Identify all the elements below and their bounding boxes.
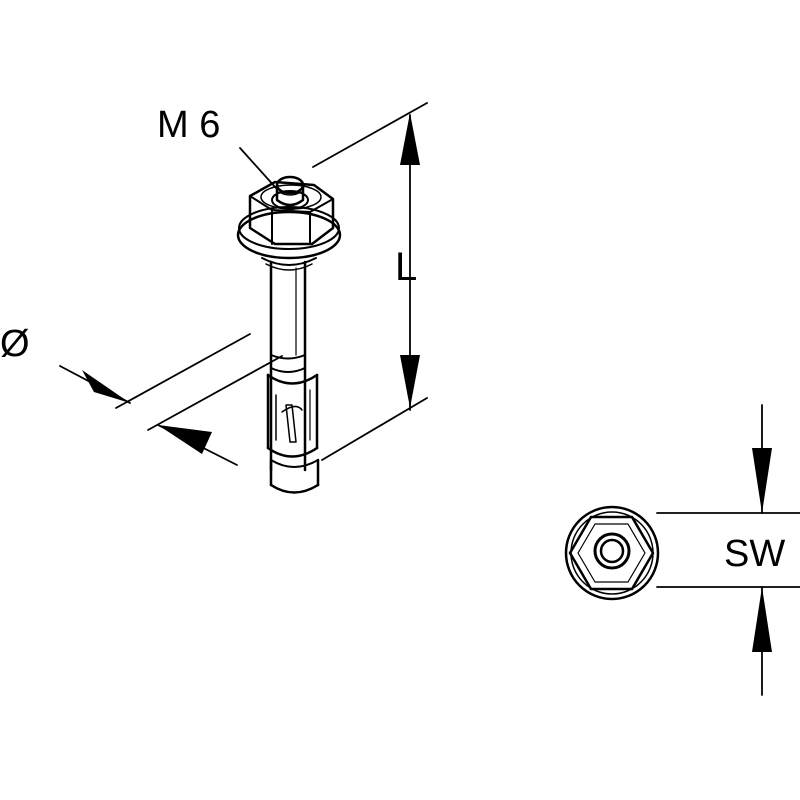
- thread-leader-line: [239, 147, 277, 189]
- bolt-cone-end: [269, 458, 320, 494]
- length-dimension: L: [312, 102, 428, 461]
- bolt-thread-inner: [599, 538, 625, 564]
- bolt-thread-end: [271, 175, 309, 210]
- bolt-thread-outer: [593, 532, 631, 570]
- length-extension-bottom: [321, 397, 428, 461]
- anchor-bolt-isometric: [236, 175, 342, 494]
- length-extension-top: [312, 102, 428, 168]
- diameter-dimension: Ø: [0, 323, 283, 466]
- length-arrow-down: [400, 355, 420, 408]
- nut-top-view: [564, 505, 660, 601]
- bolt-shank: [269, 260, 307, 472]
- thread-callout: M 6: [157, 104, 277, 189]
- diameter-extension-right: [147, 355, 283, 431]
- length-label: L: [395, 245, 417, 289]
- wrench-size-dimension: SW: [656, 404, 800, 696]
- length-arrow-up: [400, 113, 420, 165]
- diameter-arrow-left: [82, 370, 130, 403]
- diameter-extension-left: [115, 333, 251, 409]
- expansion-sleeve: [266, 373, 319, 458]
- wrench-size-label: SW: [724, 533, 785, 575]
- diameter-symbol: Ø: [0, 323, 30, 365]
- diameter-arrow-right: [158, 425, 212, 454]
- hex-nut-chamfer: [577, 523, 646, 583]
- washer-outline: [564, 505, 660, 601]
- washer: [236, 206, 342, 271]
- thread-size-label: M 6: [157, 104, 220, 146]
- hex-nut-top: [568, 515, 655, 591]
- sw-arrow-up: [752, 587, 772, 652]
- sw-arrow-down: [752, 448, 772, 513]
